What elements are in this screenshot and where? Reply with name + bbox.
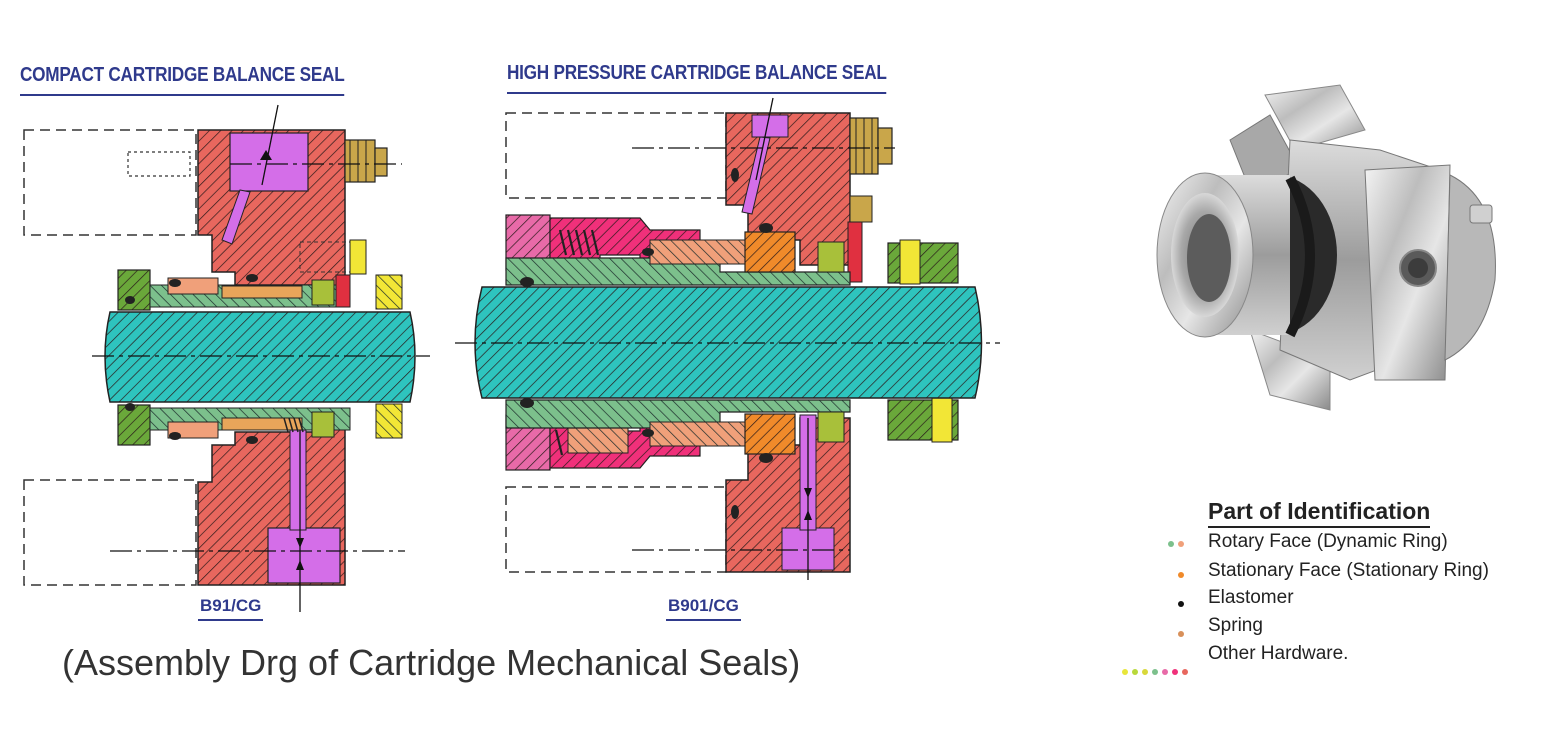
model-code-left: B91/CG bbox=[198, 596, 264, 621]
model-code-right-text: B901/CG bbox=[668, 596, 739, 615]
legend-title-text: Part of Identification bbox=[1208, 498, 1431, 524]
legend-dot-green bbox=[1168, 541, 1174, 547]
drawing-caption: (Assembly Drg of Cartridge Mechanical Se… bbox=[62, 642, 801, 683]
compact-seal-title: COMPACT CARTRIDGE BALANCE SEAL bbox=[20, 64, 345, 96]
legend-dot-yellow bbox=[1122, 669, 1128, 675]
high-pressure-seal-title: HIGH PRESSURE CARTRIDGE BALANCE SEAL bbox=[507, 62, 887, 94]
legend-dot-magenta bbox=[1172, 669, 1178, 675]
title-underline bbox=[20, 94, 345, 96]
drive-collar bbox=[117, 269, 151, 446]
rotary-face-bottom bbox=[167, 421, 219, 439]
hidden-bolt-outline bbox=[127, 151, 191, 177]
o-ring bbox=[520, 277, 534, 287]
housing-outline-bottom bbox=[23, 479, 197, 586]
code-underline bbox=[666, 619, 741, 621]
legend-item-stationary-face: Stationary Face (Stationary Ring) bbox=[1208, 560, 1489, 581]
spring bbox=[554, 229, 600, 456]
legend-dot-tan bbox=[1178, 631, 1184, 637]
legend-title: Part of Identification bbox=[1208, 498, 1431, 528]
compact-seal-drawing bbox=[23, 104, 430, 612]
housing-outline-top bbox=[23, 129, 197, 236]
housing-outline-top bbox=[505, 112, 727, 199]
legend-dot-green2 bbox=[1152, 669, 1158, 675]
flush-port-top bbox=[229, 132, 309, 192]
legend-title-underline bbox=[1208, 526, 1431, 528]
legend-item-spring: Spring bbox=[1208, 615, 1263, 636]
legend-dot-black bbox=[1178, 601, 1184, 607]
high-pressure-seal-drawing bbox=[455, 97, 1000, 580]
model-code-right: B901/CG bbox=[666, 596, 741, 621]
legend-dot-red bbox=[1182, 669, 1188, 675]
legend-dot-orange bbox=[1178, 572, 1184, 578]
housing-outline-bottom bbox=[505, 486, 727, 573]
flush-port-bottom bbox=[267, 527, 341, 584]
set-screw-bottom bbox=[931, 397, 953, 443]
high-pressure-seal-title-text: HIGH PRESSURE CARTRIDGE BALANCE SEAL bbox=[507, 62, 887, 84]
set-screw-top bbox=[899, 239, 921, 285]
legend-dot-lime bbox=[1132, 669, 1138, 675]
o-ring bbox=[169, 279, 181, 287]
code-underline bbox=[198, 619, 264, 621]
title-underline bbox=[507, 92, 887, 94]
model-code-left-text: B91/CG bbox=[200, 596, 262, 615]
legend-item-rotary-face: Rotary Face (Dynamic Ring) bbox=[1208, 531, 1448, 552]
spring bbox=[283, 417, 304, 433]
flush-port-top bbox=[751, 114, 789, 138]
legend-dot-peach bbox=[1178, 541, 1184, 547]
legend-dot-pink bbox=[1162, 669, 1168, 675]
shaft-left bbox=[104, 311, 416, 403]
seal-product-photo bbox=[1156, 84, 1496, 411]
compact-seal-title-text: COMPACT CARTRIDGE BALANCE SEAL bbox=[20, 64, 345, 86]
legend-item-elastomer: Elastomer bbox=[1208, 587, 1294, 608]
legend-item-other-hardware: Other Hardware. bbox=[1208, 643, 1349, 664]
legend-dot-yellow2 bbox=[1142, 669, 1148, 675]
